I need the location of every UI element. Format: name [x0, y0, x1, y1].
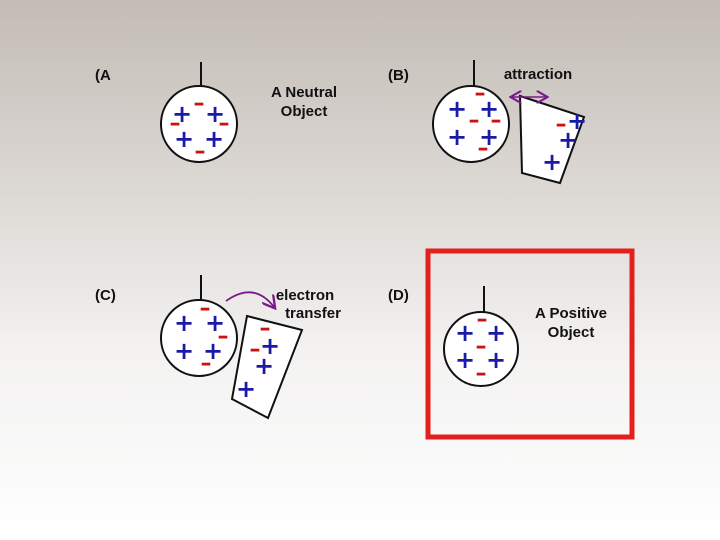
sphere-b-charges: – + + – – + + –: [447, 81, 502, 161]
sphere-c: [160, 299, 238, 377]
negative-charge: –: [200, 296, 211, 321]
rod-b: [518, 94, 586, 185]
panel-a-caption-line2: Object: [281, 103, 328, 120]
positive-charge: +: [558, 126, 578, 154]
panel-b-tag: (B): [388, 67, 409, 84]
panel-c: (C) – + + – + + – – – + + + electron tra…: [95, 275, 341, 420]
panel-d-caption-line1: A Positive: [535, 305, 607, 322]
negative-charge: –: [170, 111, 181, 136]
panel-c-caption-line1: electron: [276, 287, 334, 304]
sphere-a: [160, 85, 238, 163]
positive-charge: +: [205, 309, 225, 337]
positive-charge: +: [236, 375, 256, 403]
sphere-a-charges: + – + – – + + –: [170, 91, 230, 164]
positive-charge: +: [174, 337, 194, 365]
positive-charge: +: [455, 346, 475, 374]
sphere-b: [432, 85, 510, 163]
positive-charge: +: [203, 337, 223, 365]
panel-d: (D) – + + – + + – A Positive Object: [388, 248, 635, 440]
rod-c: [230, 314, 304, 420]
positive-charge: +: [447, 95, 467, 123]
panel-b: (B) – + + – – + + – – + + + attraction: [388, 60, 587, 185]
panel-b-caption: attraction: [504, 66, 572, 83]
positive-charge: +: [542, 148, 562, 176]
positive-charge: +: [204, 125, 224, 153]
positive-charge: +: [174, 125, 194, 153]
rod-b-charges: – + + +: [542, 107, 587, 176]
negative-charge: –: [476, 334, 487, 359]
panel-c-caption-line2: transfer: [285, 305, 341, 322]
rod-c-charges: – – + + +: [236, 316, 280, 403]
panel-a-caption-line1: A Neutral: [271, 84, 337, 101]
positive-charge: +: [479, 95, 499, 123]
negative-charge: –: [250, 337, 261, 362]
highlight-frame: [425, 248, 635, 440]
negative-charge: –: [491, 108, 502, 133]
negative-charge: –: [195, 139, 206, 164]
positive-charge: +: [486, 319, 506, 347]
negative-charge: –: [201, 351, 212, 376]
negative-charge: –: [194, 91, 205, 116]
negative-charge: –: [260, 316, 271, 341]
positive-charge: +: [455, 319, 475, 347]
panel-d-caption-line2: Object: [548, 324, 595, 341]
panel-d-tag: (D): [388, 287, 409, 304]
negative-charge: –: [476, 361, 487, 386]
negative-charge: –: [477, 307, 488, 332]
positive-charge: +: [486, 346, 506, 374]
positive-charge: +: [567, 107, 587, 135]
negative-charge: –: [218, 324, 229, 349]
positive-charge: +: [172, 100, 192, 128]
negative-charge: –: [475, 81, 486, 106]
negative-charge: –: [219, 111, 230, 136]
negative-charge: –: [469, 108, 480, 133]
positive-charge: +: [447, 123, 467, 151]
positive-charge: +: [205, 100, 225, 128]
sphere-d: [443, 311, 519, 387]
panel-a: (A + – + – – + + – A Neutral Object: [95, 62, 337, 164]
sphere-c-charges: – + + – + + –: [174, 296, 229, 376]
electron-transfer-arrow: [225, 291, 274, 307]
positive-charge: +: [174, 309, 194, 337]
panel-a-tag: (A: [95, 67, 111, 84]
positive-charge: +: [260, 332, 280, 360]
panel-c-tag: (C): [95, 287, 116, 304]
sphere-d-charges: – + + – + + –: [455, 307, 506, 386]
positive-charge: +: [254, 352, 274, 380]
negative-charge: –: [556, 112, 567, 137]
positive-charge: +: [479, 123, 499, 151]
negative-charge: –: [478, 136, 489, 161]
